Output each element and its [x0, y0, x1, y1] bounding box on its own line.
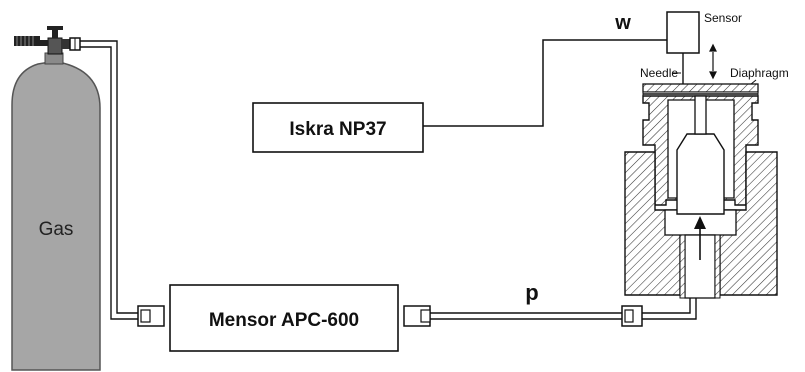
fitting-left [137, 305, 165, 327]
supply-pipe [80, 40, 138, 320]
needle-label: Needle [640, 66, 678, 80]
piston [676, 133, 725, 215]
piston-rod [694, 95, 707, 135]
sensor-label: Sensor [704, 11, 742, 25]
fitting-mensor-out [403, 305, 431, 327]
sensor-box [666, 11, 700, 54]
pressure-cell [624, 83, 778, 299]
signal-wire [423, 39, 667, 127]
gas-cylinder [11, 26, 101, 371]
cap-ring [642, 83, 759, 93]
p-label: p [525, 280, 538, 305]
pressure-arrow [694, 216, 706, 260]
motion-arrow [709, 43, 717, 80]
iskra-box [252, 102, 424, 153]
w-label: w [614, 12, 631, 34]
iskra-label: Iskra NP37 [289, 119, 386, 140]
pressure-pipe [430, 298, 697, 320]
mensor-box [169, 284, 399, 352]
gas-label: Gas [39, 219, 74, 240]
mensor-label: Mensor APC-600 [209, 310, 359, 331]
fitting-cell-in [621, 305, 643, 327]
cylinder-valve [14, 26, 81, 55]
diaphragm-label: Diaphragm [730, 66, 789, 80]
